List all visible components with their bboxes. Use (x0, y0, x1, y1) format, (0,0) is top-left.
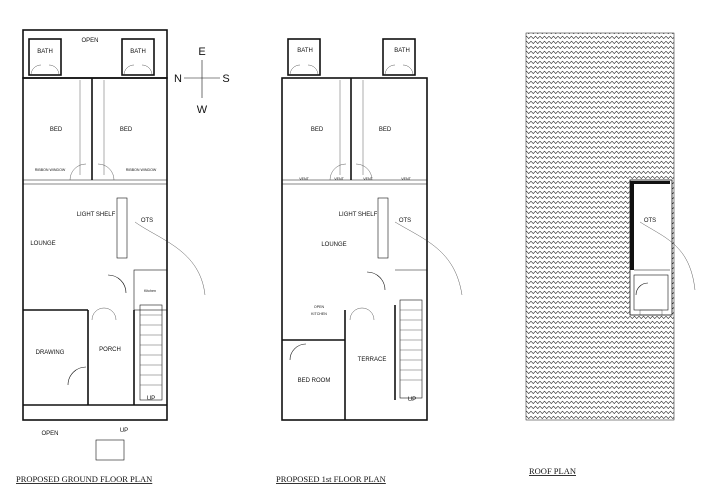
ground-stair-up-label: UP (147, 396, 155, 402)
first-floor-plan: BATH BATH BED BED VENT VENT VENT VENT LO… (276, 38, 463, 484)
roof-parapet-wall (630, 181, 670, 270)
ground-bed-doors (69, 163, 115, 181)
compass-south-label: S (222, 73, 229, 85)
first-open-kitchen-label: KITCHEN (311, 312, 327, 316)
compass-west-label: W (197, 104, 208, 116)
compass: E N S W (174, 46, 230, 116)
roof-plan: OTS ROOF PLAN (525, 32, 696, 476)
roof-ots-curve (639, 221, 696, 291)
first-vent-4-label: VENT (401, 177, 411, 181)
ground-bath-right-doors (123, 64, 153, 76)
ground-ribbon-window-left-label: RIBBON WINDOW (35, 168, 66, 172)
first-main-outline (281, 77, 428, 421)
roof-plan-title: ROOF PLAN (529, 466, 576, 476)
ground-ribbon-window-right-label: RIBBON WINDOW (126, 168, 157, 172)
ground-floor-plan: OPEN BATH BATH BED BED RIBBON WINDOW RIB… (16, 29, 206, 484)
first-bath-left (287, 38, 321, 76)
ground-lounge-label: LOUNGE (30, 241, 55, 247)
ground-bath-left-label: BATH (37, 49, 53, 55)
compass-north-label: N (174, 73, 182, 85)
ground-staircase (139, 304, 163, 401)
first-ots-curve (394, 221, 463, 296)
ground-kitchen (133, 269, 168, 311)
ground-kitchen-door (107, 274, 127, 294)
ground-light-shelf-label: LIGHT SHELF (77, 212, 116, 218)
first-bath-left-label: BATH (297, 48, 313, 54)
ground-ots-label: OTS (141, 218, 153, 224)
first-lounge-label: LOUNGE (321, 242, 346, 248)
first-bath-right-label: BATH (394, 48, 410, 54)
first-ots-label: OTS (399, 218, 411, 224)
first-vent-3-label: VENT (363, 177, 373, 181)
ground-bed-left-label: BED (50, 127, 63, 133)
first-light-shelf-label: LIGHT SHELF (339, 212, 378, 218)
ground-open-bottom-label: OPEN (41, 431, 58, 437)
ground-kitchen-label: Kitchen (144, 289, 156, 293)
ground-drawing-label: DRAWING (36, 350, 65, 356)
ground-main-outline (22, 77, 168, 421)
ground-porch-label: PORCH (99, 347, 121, 353)
first-bath-right (382, 38, 416, 76)
first-vent-2-label: VENT (334, 177, 344, 181)
first-light-shelf (377, 197, 389, 259)
compass-east-label: E (198, 46, 205, 58)
first-terrace-label: TERRACE (358, 357, 387, 363)
ground-open-top-label: OPEN (81, 38, 98, 44)
ground-drawing-door (67, 366, 87, 386)
first-staircase (399, 299, 423, 399)
first-floor-title: PROPOSED 1st FLOOR PLAN (276, 474, 386, 484)
first-open-kitchen-label-1: OPEN (314, 305, 325, 309)
first-vent-1-label: VENT (299, 177, 309, 181)
ground-bath-left-doors (30, 64, 60, 76)
roof-ots-opening (629, 179, 673, 316)
roof-ots-label: OTS (644, 218, 656, 224)
ground-light-shelf (116, 197, 128, 259)
ground-entry-gate (95, 439, 125, 461)
ground-floor-title: PROPOSED GROUND FLOOR PLAN (16, 474, 152, 484)
first-bed-left-label: BED (311, 127, 324, 133)
ground-porch-door (91, 307, 117, 321)
ground-bath-right (121, 38, 155, 76)
ground-entry-up-label: UP (120, 428, 128, 434)
ground-ots-curve (134, 221, 206, 296)
ground-bed-right-label: BED (120, 127, 133, 133)
first-bed-right-label: BED (379, 127, 392, 133)
ground-bath-right-label: BATH (130, 49, 146, 55)
first-bedroom-label: BED ROOM (298, 378, 331, 384)
ground-bath-left (28, 38, 62, 76)
first-stair-up-label: UP (408, 397, 416, 403)
